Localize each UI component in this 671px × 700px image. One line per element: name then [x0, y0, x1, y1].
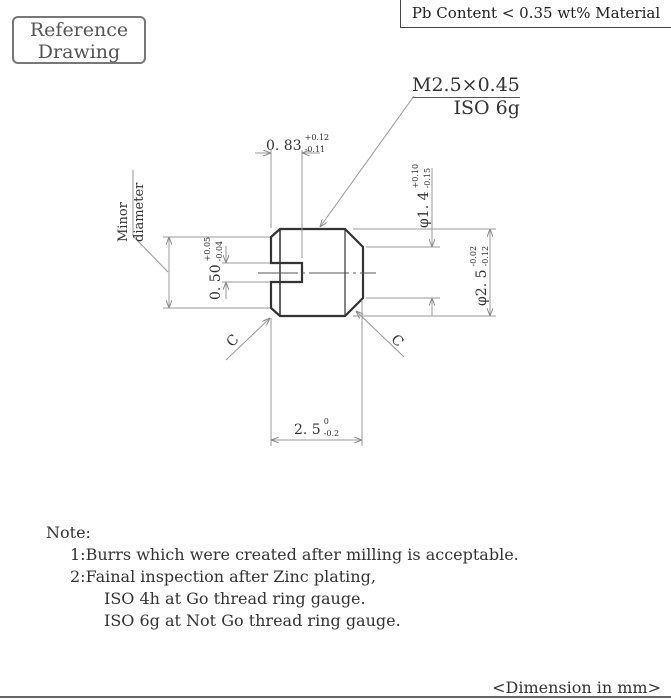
notes: Note: 1:Burrs which were created after mi… — [46, 522, 519, 632]
slot-width-value: 0. 50 — [208, 264, 224, 300]
chamfer-dia-lower: -0.15 — [423, 168, 432, 189]
length-upper: 0 — [324, 417, 329, 426]
units-note: <Dimension in mm> — [492, 678, 661, 697]
outer-dia-upper: -0.02 — [469, 246, 478, 267]
bottom-border — [0, 696, 671, 698]
note-item: 1:Burrs which were created after milling… — [70, 545, 519, 564]
material-note: Pb Content < 0.35 wt% Material — [400, 0, 671, 28]
thread-spec: M2.5×0.45 ISO 6g — [412, 75, 520, 119]
minor-label-1: Minor — [116, 201, 131, 242]
slot-width-lower: -0.04 — [215, 241, 224, 262]
chamfer-dia-value: φ1. 4 — [416, 191, 432, 228]
minor-label-2: diameter — [132, 182, 147, 242]
outer-dia-value: φ2. 5 — [474, 269, 490, 306]
chamfer-right-label: C — [388, 332, 407, 351]
notes-title: Note: — [46, 523, 91, 542]
length-value: 2. 5 — [294, 422, 321, 438]
dimension-lines — [132, 95, 496, 446]
note-subitem: ISO 4h at Go thread ring gauge. — [104, 589, 366, 608]
chamfer-dia-dimension: φ1. 4 +0.10 -0.15 — [411, 164, 432, 228]
length-dimension: 2. 5 0 -0.2 — [294, 417, 339, 438]
thread-size: M2.5×0.45 — [412, 74, 520, 98]
reference-drawing-badge: Reference Drawing — [12, 16, 146, 64]
slot-depth-dimension: 0. 83 +0.12 -0.11 — [266, 133, 329, 154]
slot-width-upper: +0.05 — [203, 237, 212, 262]
slot-width-dimension: 0. 50 +0.05 -0.04 — [203, 237, 224, 300]
chamfer-dia-upper: +0.10 — [411, 164, 420, 189]
outer-dia-dimension: φ2. 5 -0.02 -0.12 — [469, 246, 490, 306]
slot-depth-value: 0. 83 — [266, 138, 302, 154]
length-lower: -0.2 — [324, 429, 339, 438]
outer-dia-lower: -0.12 — [481, 246, 490, 267]
slot-depth-upper: +0.12 — [305, 133, 330, 142]
badge-line-2: Drawing — [37, 41, 121, 63]
slot-depth-lower: -0.11 — [305, 145, 326, 154]
note-subitem: ISO 6g at Not Go thread ring gauge. — [104, 611, 401, 630]
badge-line-1: Reference — [29, 19, 129, 41]
thread-class: ISO 6g — [453, 97, 520, 119]
note-item: 2:Fainal inspection after Zinc plating, — [70, 567, 376, 586]
